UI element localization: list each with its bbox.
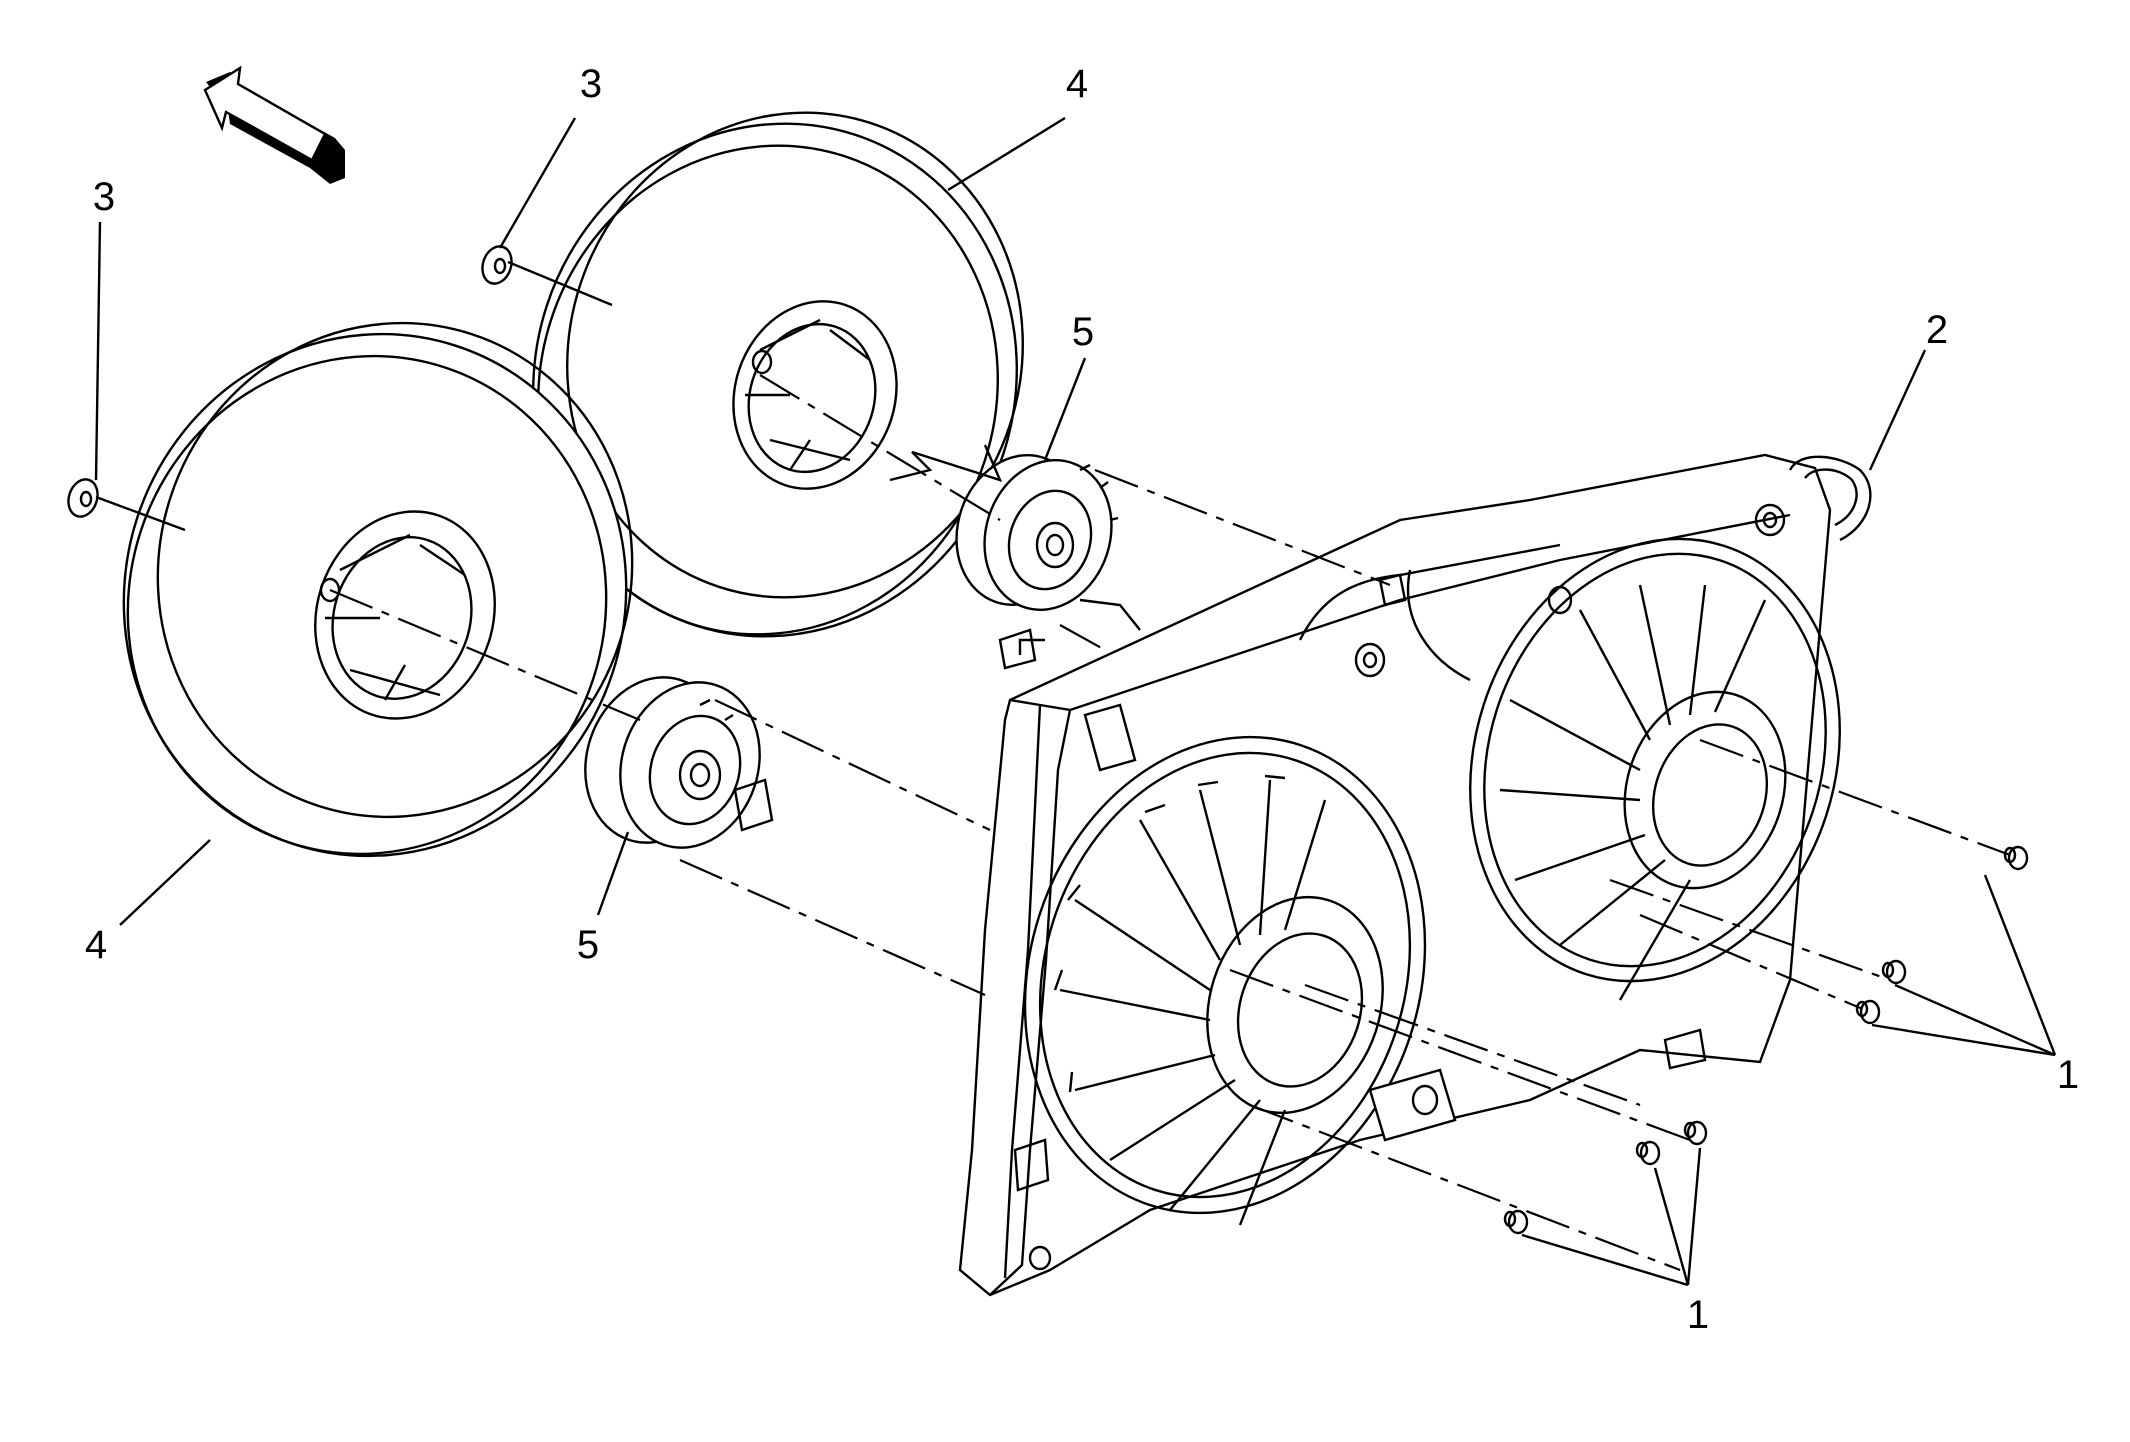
arrow-icon bbox=[203, 65, 345, 184]
bolt bbox=[2003, 845, 2029, 871]
assembly-lines bbox=[95, 260, 2011, 1272]
motor-lower bbox=[584, 676, 774, 849]
callout-5-lower: 5 bbox=[577, 923, 599, 967]
bolt bbox=[1881, 959, 1907, 985]
bolts bbox=[1503, 845, 2029, 1235]
fan-shroud bbox=[958, 453, 1872, 1297]
bolt bbox=[1683, 1120, 1708, 1146]
callout-2: 2 bbox=[1926, 308, 1948, 352]
callout-4-lower: 4 bbox=[85, 923, 107, 967]
fan-blade-upper bbox=[532, 111, 1024, 638]
callout-1-bottom: 1 bbox=[1687, 1293, 1709, 1337]
fan-blade-lower bbox=[122, 321, 634, 858]
callout-4-upper: 4 bbox=[1066, 62, 1088, 106]
bolt bbox=[1855, 999, 1881, 1025]
callout-5-upper: 5 bbox=[1072, 310, 1094, 354]
callout-3-lower: 3 bbox=[93, 175, 115, 219]
bolt bbox=[1503, 1209, 1529, 1235]
retainer-upper bbox=[481, 245, 513, 285]
callout-3-upper: 3 bbox=[580, 62, 602, 106]
leader-lines bbox=[94, 116, 2057, 1287]
bolt bbox=[1635, 1140, 1661, 1166]
retainer-lower bbox=[67, 478, 99, 518]
callout-1-right: 1 bbox=[2057, 1053, 2079, 1097]
motor-upper bbox=[955, 454, 1119, 670]
